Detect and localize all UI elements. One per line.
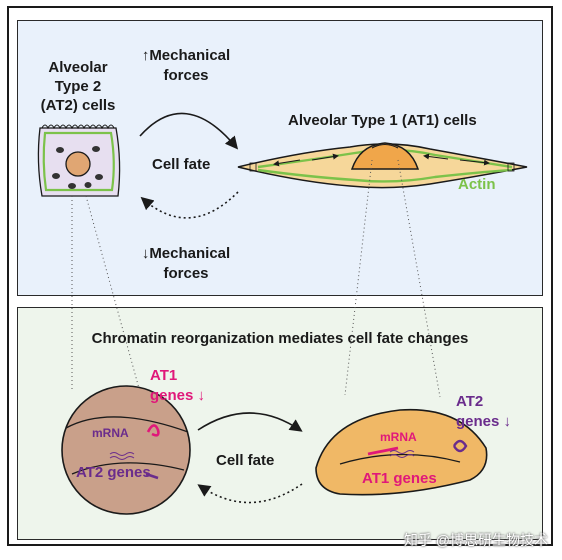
at2-genes-line2: genes bbox=[456, 413, 500, 430]
bottom-cell-fate-forward-arrow bbox=[197, 412, 303, 432]
down-arrow-icon: ↓ bbox=[503, 413, 512, 430]
at1-cells-label: Alveolar Type 1 (AT1) cells bbox=[288, 112, 477, 129]
mechanical-forces-decrease-label: ↓Mechanical forces bbox=[126, 244, 246, 284]
mech-down-line1: Mechanical bbox=[149, 245, 231, 262]
connector-at1-left bbox=[344, 159, 373, 396]
at2-cells-label: Alveolar Type 2 (AT2) cells bbox=[28, 58, 128, 115]
at2-genes-line1: AT2 bbox=[456, 393, 484, 410]
right-mrna-label: mRNA bbox=[380, 430, 417, 444]
connector-at2-right bbox=[85, 195, 141, 393]
at2-label-line3: (AT2) cells bbox=[40, 97, 116, 114]
at1-genes-line2: genes bbox=[150, 387, 194, 404]
at1-genes-down-label: AT1 genes ↓ bbox=[150, 366, 205, 406]
at2-cell bbox=[37, 124, 121, 197]
at2-genes-down-label: AT2 genes ↓ bbox=[456, 392, 511, 432]
at1-nucleus bbox=[315, 408, 488, 496]
actin-label: Actin bbox=[458, 176, 496, 193]
mechanical-forces-increase-label: ↑Mechanical forces bbox=[126, 46, 246, 86]
bottom-cell-fate-reverse-arrow bbox=[197, 483, 303, 504]
chromatin-title: Chromatin reorganization mediates cell f… bbox=[91, 330, 469, 347]
mech-down-line2: forces bbox=[163, 265, 209, 282]
cell-fate-label-top: Cell fate bbox=[152, 156, 211, 173]
down-arrow-icon: ↓ bbox=[141, 245, 150, 262]
up-arrow-icon: ↑ bbox=[141, 47, 150, 64]
cell-fate-forward-arrow bbox=[139, 112, 239, 150]
left-at2-genes-label: AT2 genes bbox=[76, 464, 151, 481]
left-mrna-label: mRNA bbox=[92, 426, 129, 440]
at2-label-line2: Type 2 bbox=[54, 78, 102, 95]
mech-up-line2: forces bbox=[163, 67, 209, 84]
at2-nucleus bbox=[61, 385, 191, 515]
at2-label-line1: Alveolar bbox=[48, 59, 108, 76]
cell-fate-reverse-arrow bbox=[140, 191, 239, 219]
cell-fate-label-bottom: Cell fate bbox=[216, 452, 275, 469]
mech-up-line1: Mechanical bbox=[149, 47, 231, 64]
watermark: 知乎 @博思研生物技术 bbox=[403, 532, 548, 548]
down-arrow-icon: ↓ bbox=[197, 387, 206, 404]
right-at1-genes-label: AT1 genes bbox=[362, 470, 437, 487]
at1-genes-line1: AT1 bbox=[150, 367, 178, 384]
at1-cell bbox=[237, 142, 528, 189]
connector-at1-right bbox=[397, 159, 441, 398]
